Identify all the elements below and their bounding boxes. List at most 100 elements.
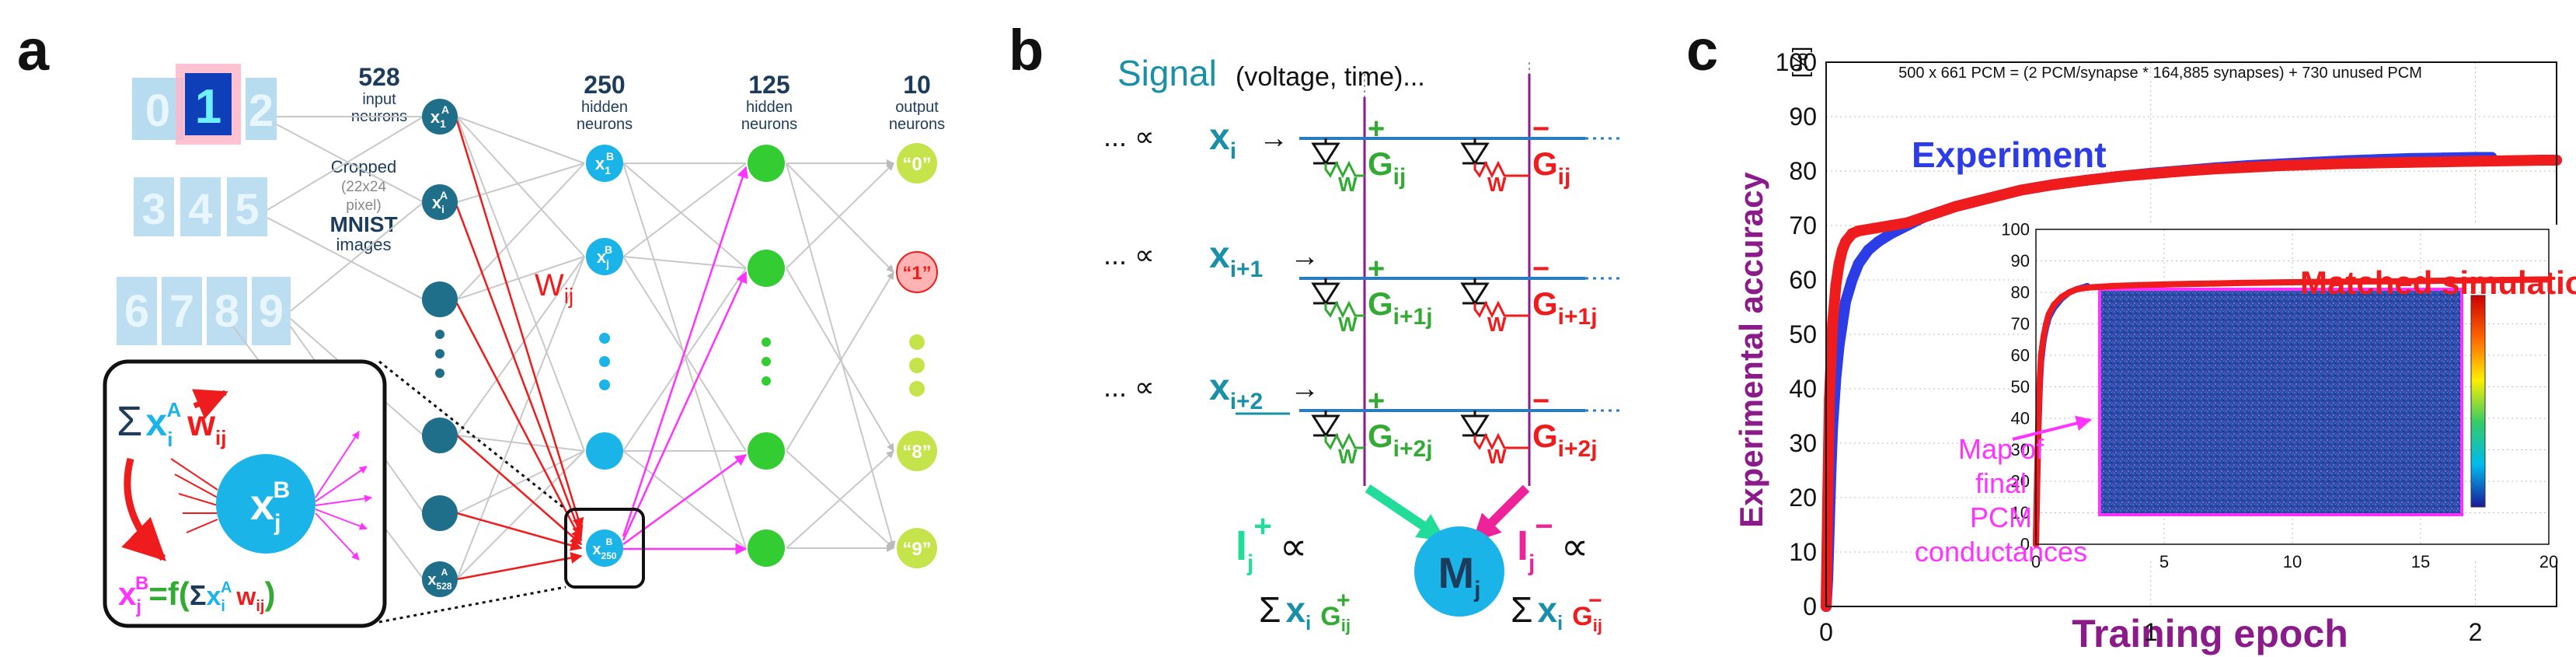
layer-line1: hidden: [746, 99, 793, 116]
data-point: [2080, 174, 2092, 186]
inset-plot-frame: [2035, 229, 2550, 545]
layer-line2: neurons: [741, 116, 797, 133]
data-point: [1840, 236, 1852, 247]
data-point: [2110, 282, 2116, 289]
data-point: [2187, 281, 2193, 288]
y-tick-label: 70: [2011, 314, 2030, 334]
digit-label: 1: [195, 80, 221, 134]
row-prefix: ... ∝: [1103, 371, 1155, 403]
y-tick-label: 60: [2011, 346, 2030, 365]
data-point: [1853, 225, 1864, 236]
hidden-neuron-1: x1B: [586, 145, 623, 182]
x-tick-label: 10: [2283, 552, 2302, 571]
diode-minus: [1460, 142, 1490, 166]
data-point: [2135, 281, 2142, 288]
map-label-line: PCM: [1970, 501, 2032, 533]
output-label: “9”: [902, 539, 931, 560]
grey-connections: [232, 116, 896, 580]
output-neuron-0: “0”: [897, 143, 937, 183]
data-point: [2405, 156, 2416, 168]
output-label: “0”: [902, 154, 931, 175]
minus-sign: −: [1532, 113, 1549, 145]
y-tick-label: 100: [1776, 48, 1817, 76]
data-point: [2502, 155, 2514, 166]
input-neuron: [422, 418, 458, 453]
y-tick-label: 70: [1789, 211, 1817, 239]
data-point: [2073, 285, 2080, 292]
data-point: [2341, 278, 2347, 285]
resistor-minus: [1473, 432, 1529, 451]
neuron-label: x1B: [595, 150, 614, 176]
y-tick-label: 20: [1789, 484, 1817, 512]
neuron-label: xjB: [597, 243, 612, 270]
data-point: [2145, 168, 2156, 180]
data-point: [2065, 289, 2072, 295]
y-tick-label: 20: [2011, 472, 2030, 491]
layer-line1: input: [362, 91, 396, 108]
y-tick-label: 10: [2011, 503, 2030, 522]
data-point: [2051, 302, 2058, 309]
y-tick-label: 60: [1789, 266, 1817, 294]
zoom-line: [378, 360, 566, 511]
map-label-line: final: [1975, 467, 2027, 499]
digit-tile: 6: [117, 277, 157, 345]
ellipsis-dot: [762, 357, 771, 366]
data-point: [2443, 278, 2449, 285]
data-point: [2264, 279, 2270, 286]
data-point: [1863, 244, 1874, 256]
x-axis-label: Training epoch: [2072, 612, 2348, 655]
experiment-label: Experiment: [1912, 135, 2107, 175]
output-neuron-8: “8”: [897, 431, 937, 471]
w-label: W: [1338, 313, 1358, 336]
row-prefix: ... ∝: [1103, 121, 1155, 152]
heatmap-colorbar: [2470, 295, 2486, 508]
neuron-label: x528A: [427, 567, 451, 592]
current-arrow-plus: [1365, 484, 1446, 542]
row-signal: xi: [1209, 117, 1236, 164]
minus-sign: −: [1532, 253, 1549, 285]
data-point: [1982, 193, 1994, 204]
data-point: [1869, 222, 1881, 234]
ellipsis-dot: [762, 337, 771, 347]
y-tick-label: 90: [1789, 103, 1817, 131]
panel-c-accuracy-chart: 500 x 661 PCM = (2 PCM/synapse * 164,885…: [1733, 47, 2576, 655]
diode-minus: [1460, 414, 1490, 438]
map-annotation: Map of final PCM conductances: [1915, 415, 2092, 568]
w-label: W: [1338, 173, 1358, 196]
input-neuron: [422, 281, 458, 317]
data-point: [1918, 211, 1929, 223]
y-tick-label: 40: [1789, 375, 1817, 403]
resistor-minus: [1473, 160, 1529, 179]
output-label: “8”: [902, 442, 931, 463]
conductance-heatmap: [2098, 288, 2463, 516]
data-point: [1836, 244, 1848, 256]
data-point: [1846, 274, 1858, 285]
layer-header-hidden2: 125 hidden neurons: [741, 71, 797, 133]
row-prefix: ... ∝: [1103, 239, 1155, 271]
current-minus-label: Ij−∝: [1517, 509, 1588, 576]
hidden2-neuron: [748, 529, 785, 567]
y-tick-label: 50: [1789, 320, 1817, 348]
data-point: [2243, 162, 2254, 173]
x-tick-label: 0: [1819, 618, 1833, 646]
resistor-plus: [1324, 300, 1365, 319]
digit-label: 3: [141, 184, 166, 233]
main-series: [1821, 152, 2562, 612]
layer-header-hidden1: 250 hidden neurons: [577, 71, 633, 133]
y-tick-label: 90: [2011, 251, 2030, 271]
digit-tile: 2: [246, 78, 277, 140]
digit-tile: 5: [227, 177, 267, 236]
data-point: [2437, 156, 2449, 168]
y-tick-label: 0: [1803, 592, 1817, 620]
data-point: [2289, 279, 2295, 286]
data-point: [1950, 201, 1962, 212]
x-tick-label: 5: [2159, 552, 2169, 571]
layer-headers: 528 input neurons 250 hidden neurons 125…: [351, 63, 945, 133]
chart-title: 500 x 661 PCM = (2 PCM/synapse * 164,885…: [1898, 65, 2422, 82]
